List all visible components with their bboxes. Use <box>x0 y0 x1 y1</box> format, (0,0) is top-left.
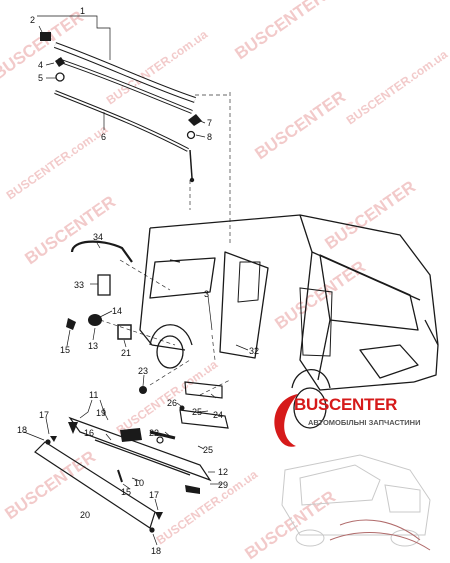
van-body <box>139 214 439 391</box>
callout-number: 24 <box>213 410 223 420</box>
clip-part <box>40 32 51 41</box>
callout-number: 1 <box>80 6 85 16</box>
screw-part <box>117 469 123 483</box>
callout-number: 18 <box>17 425 27 435</box>
clip-part <box>188 114 202 126</box>
callout-number: 21 <box>121 348 131 358</box>
watermark-text: BUSCENTER <box>21 192 119 268</box>
callout-number: 17 <box>149 490 159 500</box>
callout-number: 10 <box>134 478 144 488</box>
callout-number: 3 <box>204 289 209 299</box>
callout-number: 17 <box>39 410 49 420</box>
callout-number: 6 <box>101 132 106 142</box>
callout-number: 23 <box>138 366 148 376</box>
callout-number: 18 <box>151 546 161 556</box>
logo-swoosh-icon <box>274 394 298 447</box>
callout-number: 5 <box>38 73 43 83</box>
bush-part <box>156 436 164 444</box>
callout-number: 32 <box>249 346 259 356</box>
callout-number: 15 <box>121 487 131 497</box>
roller-part <box>88 314 102 326</box>
callout-number: 13 <box>88 341 98 351</box>
watermark-text: BUSCENTER <box>251 87 349 163</box>
lower-hinge-assembly <box>179 381 229 429</box>
callout-number: 15 <box>60 345 70 355</box>
screw-part <box>149 527 155 533</box>
carriage-part <box>120 428 142 442</box>
clip-part <box>155 512 163 520</box>
callout-number: 22 <box>149 428 159 438</box>
lower-door-rail <box>68 416 212 482</box>
watermark-text: BUSCENTER <box>0 7 87 83</box>
screw-part <box>45 439 51 445</box>
callout-number: 29 <box>218 480 228 490</box>
dashed-guides <box>99 92 231 396</box>
watermark-text: BUSCENTER <box>271 257 369 333</box>
wheel-front <box>291 369 331 429</box>
callout-number: 16 <box>84 428 94 438</box>
clip-part <box>55 57 65 67</box>
logo-van-sketch <box>281 454 431 551</box>
logo-title: BUSCENTER <box>294 395 398 414</box>
callout-number: 2 <box>30 15 35 25</box>
watermark-text: BUSCENTER <box>231 0 329 63</box>
callout-number: 19 <box>96 408 106 418</box>
callout-number: 12 <box>218 467 228 477</box>
callout-number: 8 <box>207 132 212 142</box>
rail-end-cap <box>189 177 195 183</box>
end-cap-part <box>185 485 200 494</box>
callout-labels: 1 2 4 5 6 7 8 34 33 14 13 15 21 3 32 23 … <box>17 6 259 556</box>
clip-part <box>68 422 78 434</box>
washer-part <box>186 130 196 140</box>
callout-number: 26 <box>167 398 177 408</box>
callout-number: 11 <box>89 390 98 400</box>
callout-number: 25 <box>203 445 213 455</box>
screw-part <box>179 405 185 411</box>
clip-part <box>50 436 57 442</box>
callout-number: 25 <box>192 407 202 417</box>
rail-end-pin <box>189 149 193 179</box>
seal-strip <box>54 90 189 152</box>
door-guide-rail <box>70 240 133 263</box>
callout-number: 20 <box>80 510 90 520</box>
bolt-part <box>66 318 76 330</box>
sliding-door-frame <box>299 287 333 357</box>
cover-part <box>117 324 132 340</box>
bracket-part <box>97 274 111 296</box>
logo-tagline: АВТОМОБІЛЬНІ ЗАПЧАСТИНИ <box>308 418 421 427</box>
callout-number: 14 <box>112 306 122 316</box>
callout-number: 4 <box>38 60 43 70</box>
wheel-rear <box>149 324 193 369</box>
watermark-text: BUSCENTER.com.ua <box>104 27 211 107</box>
watermark-text: BUSCENTER.com.ua <box>4 122 111 202</box>
watermark-text: BUSCENTER <box>241 487 339 563</box>
callout-number: 33 <box>74 280 84 290</box>
callout-number: 7 <box>207 118 212 128</box>
callout-leaders <box>23 15 249 546</box>
roof-trim-strip <box>53 42 196 114</box>
cap-part <box>139 386 147 394</box>
brand-logo: BUSCENTER АВТОМОБІЛЬНІ ЗАПЧАСТИНИ <box>268 388 438 448</box>
washer-part <box>55 72 65 82</box>
callout-number: 34 <box>93 232 103 242</box>
watermark-text: BUSCENTER.com.ua <box>344 47 450 127</box>
